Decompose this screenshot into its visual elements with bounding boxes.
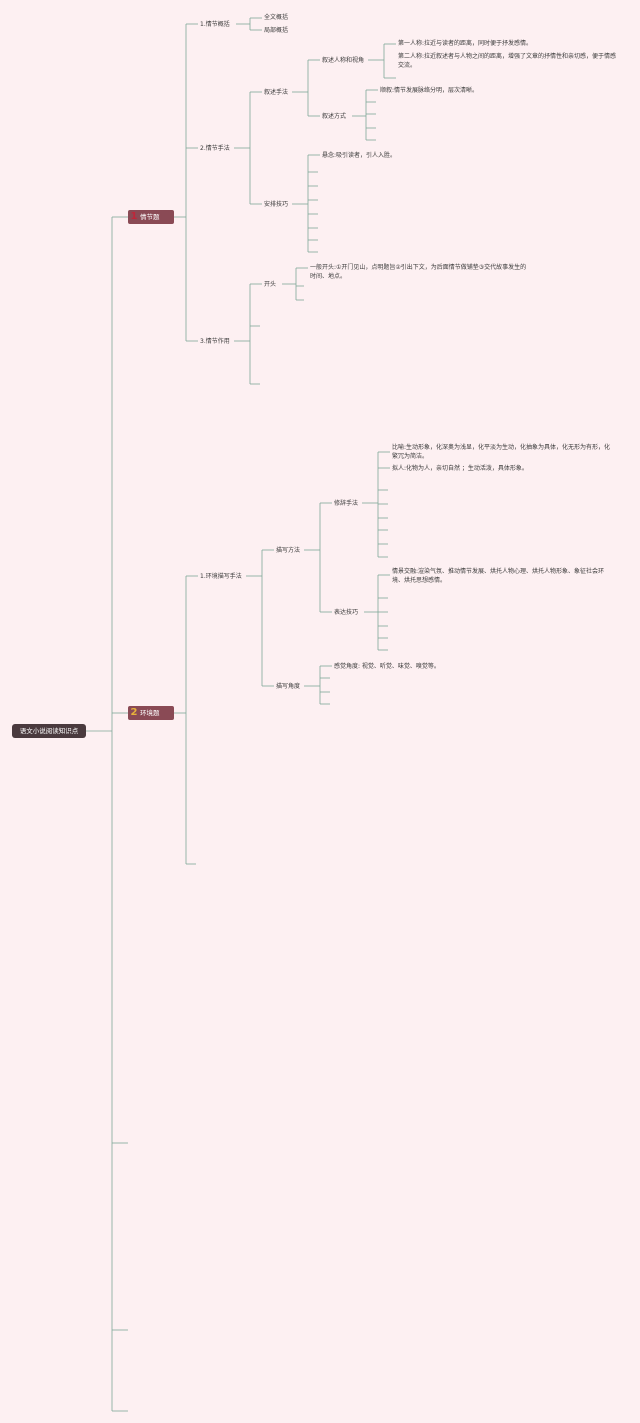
section-label: 情节题: [140, 213, 160, 221]
node-description-angle[interactable]: 描写角度: [276, 683, 301, 690]
node-opening[interactable]: 开头: [264, 281, 277, 288]
section-number-1: 1: [130, 211, 138, 222]
node-second-person[interactable]: 第二人称:拉近叙述者与人物之间的距离，增强了文章的抒情性和亲切感，便于情感交流。: [398, 53, 617, 69]
node-plot-technique[interactable]: 2.情节手法: [200, 145, 230, 152]
node-env-technique[interactable]: 1.环境描写手法: [200, 573, 242, 580]
node-narration-technique[interactable]: 叙述手法: [264, 89, 289, 96]
node-chronological[interactable]: 顺叙:情节发展脉络分明，层次清晰。: [380, 87, 479, 94]
node-first-person[interactable]: 第一人称:拉近与读者的距离，同时便于抒发感情。: [398, 40, 533, 47]
root-node[interactable]: 语文小说阅读知识点: [12, 724, 86, 738]
node-plot-function[interactable]: 3.情节作用: [200, 338, 230, 345]
node-sensory-angle[interactable]: 感觉角度: 视觉、听觉、味觉、嗅觉等。: [334, 663, 440, 670]
node-rhetoric[interactable]: 修辞手法: [334, 500, 359, 507]
section-label: 环境题: [140, 709, 160, 717]
node-personification[interactable]: 拟人:化物为人，亲切自然 ；生动活泼，具体形象。: [392, 465, 528, 472]
node-plot-summary[interactable]: 1.情节概括: [200, 21, 230, 28]
node-partial-summary[interactable]: 局部概括: [264, 27, 289, 34]
section-number-2: 2: [130, 707, 138, 718]
node-description-method[interactable]: 描写方法: [276, 547, 301, 554]
node-expression-technique[interactable]: 表达技巧: [334, 609, 359, 616]
node-general-opening[interactable]: 一般开头:①开门见山，点明题旨②引出下文，为后面情节做铺垫③交代故事发生的时间、…: [310, 264, 527, 280]
node-full-summary[interactable]: 全文概括: [264, 14, 289, 21]
node-narrative-mode[interactable]: 叙述方式: [322, 113, 347, 120]
node-suspense[interactable]: 悬念:吸引读者，引人入胜。: [322, 152, 397, 159]
node-scene-emotion[interactable]: 情景交融:渲染气氛、推动情节发展、烘托人物心理、烘托人物形象、象征社会环境、烘托…: [392, 568, 605, 584]
node-metaphor[interactable]: 比喻:生动形象，化深奥为浅显，化平淡为生动，化抽象为具体，化无形为有形，化繁冗为…: [392, 444, 611, 460]
node-arrangement[interactable]: 安排技巧: [264, 201, 289, 208]
node-narrative-person[interactable]: 叙述人称和视角: [322, 57, 365, 64]
